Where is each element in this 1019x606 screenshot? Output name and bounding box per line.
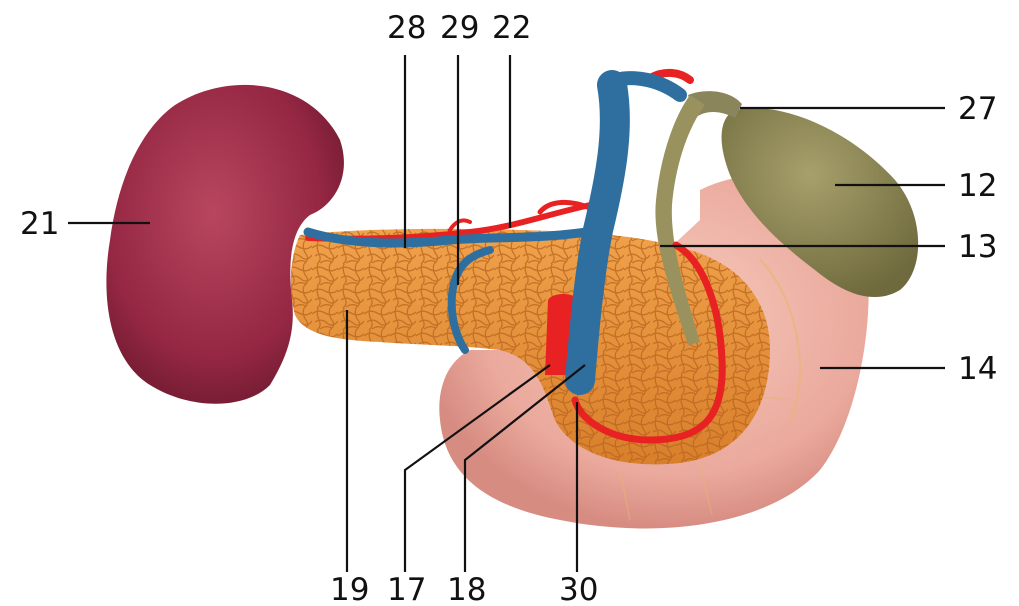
label-27: 27 [958, 91, 997, 127]
label-17: 17 [387, 572, 426, 606]
label-13: 13 [958, 229, 997, 265]
label-22: 22 [492, 10, 531, 46]
label-12: 12 [958, 168, 997, 204]
label-28: 28 [387, 10, 426, 46]
label-21: 21 [20, 206, 59, 242]
label-19: 19 [330, 572, 369, 606]
label-29: 29 [440, 10, 479, 46]
label-18: 18 [447, 572, 486, 606]
label-30: 30 [559, 572, 598, 606]
label-14: 14 [958, 351, 997, 387]
